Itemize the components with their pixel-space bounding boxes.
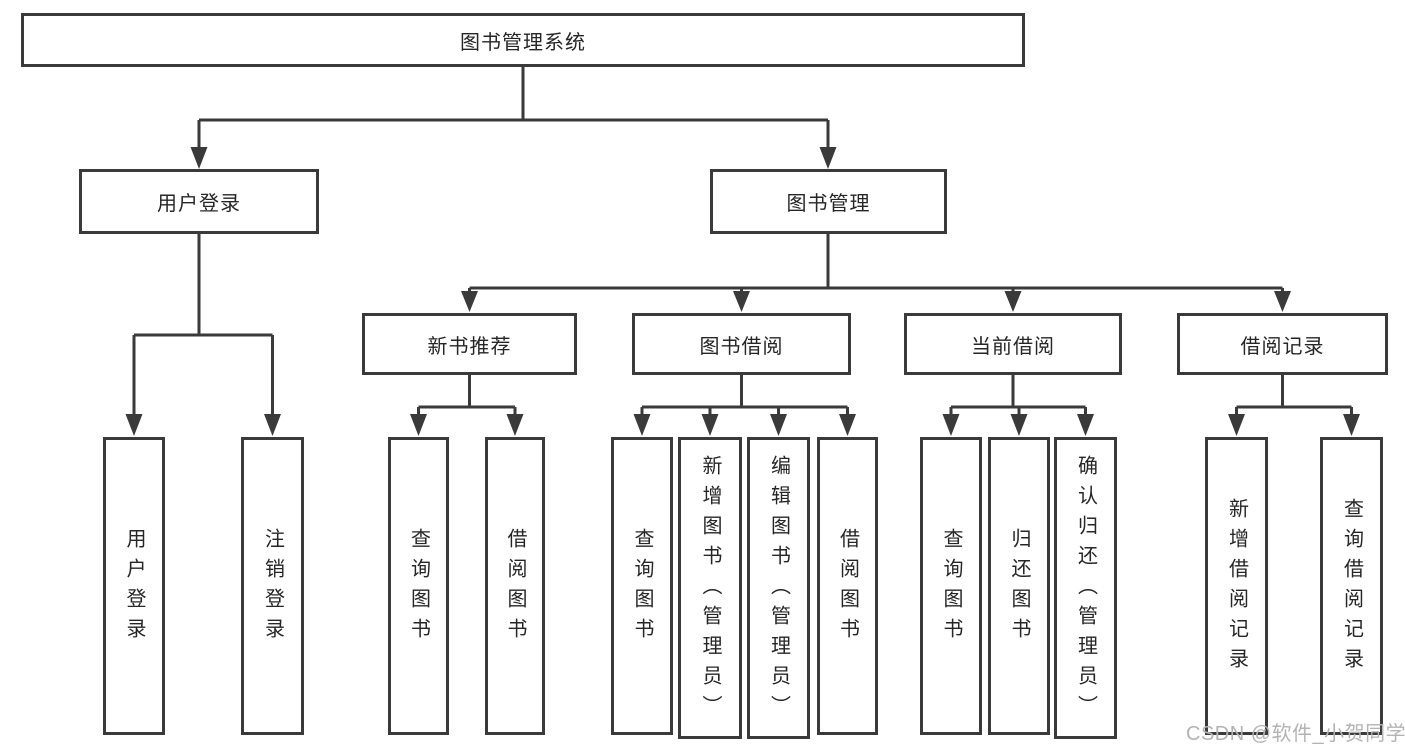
leaf-user-login: 用户登录 (103, 437, 165, 735)
node-book-borrowing: 图书借阅 (632, 313, 851, 375)
leaf-query-borrow-record: 查询借阅记录 (1320, 437, 1383, 735)
leaf-query-books-current: 查询图书 (920, 437, 982, 735)
leaf-confirm-return-admin: 确认归还（管理员） (1054, 437, 1117, 739)
leaf-add-borrow-record: 新增借阅记录 (1205, 437, 1268, 735)
node-new-book-recommendation: 新书推荐 (362, 313, 577, 375)
node-borrowing-records: 借阅记录 (1177, 313, 1388, 375)
leaf-query-books-recommend: 查询图书 (388, 437, 449, 735)
leaf-query-books-borrowing: 查询图书 (611, 437, 673, 735)
node-library-management-system: 图书管理系统 (21, 13, 1025, 67)
leaf-borrow-books-recommend: 借阅图书 (485, 437, 545, 735)
node-current-borrowing: 当前借阅 (904, 313, 1122, 375)
node-book-management: 图书管理 (710, 169, 947, 234)
watermark: CSDN @软件_小贺同学 (1186, 723, 1405, 745)
leaf-logout: 注销登录 (241, 437, 304, 735)
leaf-add-book-admin: 新增图书（管理员） (678, 437, 742, 739)
leaf-borrow-books-borrowing: 借阅图书 (817, 437, 878, 735)
node-user-login: 用户登录 (79, 169, 319, 234)
leaf-return-book: 归还图书 (988, 437, 1050, 735)
leaf-edit-book-admin: 编辑图书（管理员） (747, 437, 810, 739)
